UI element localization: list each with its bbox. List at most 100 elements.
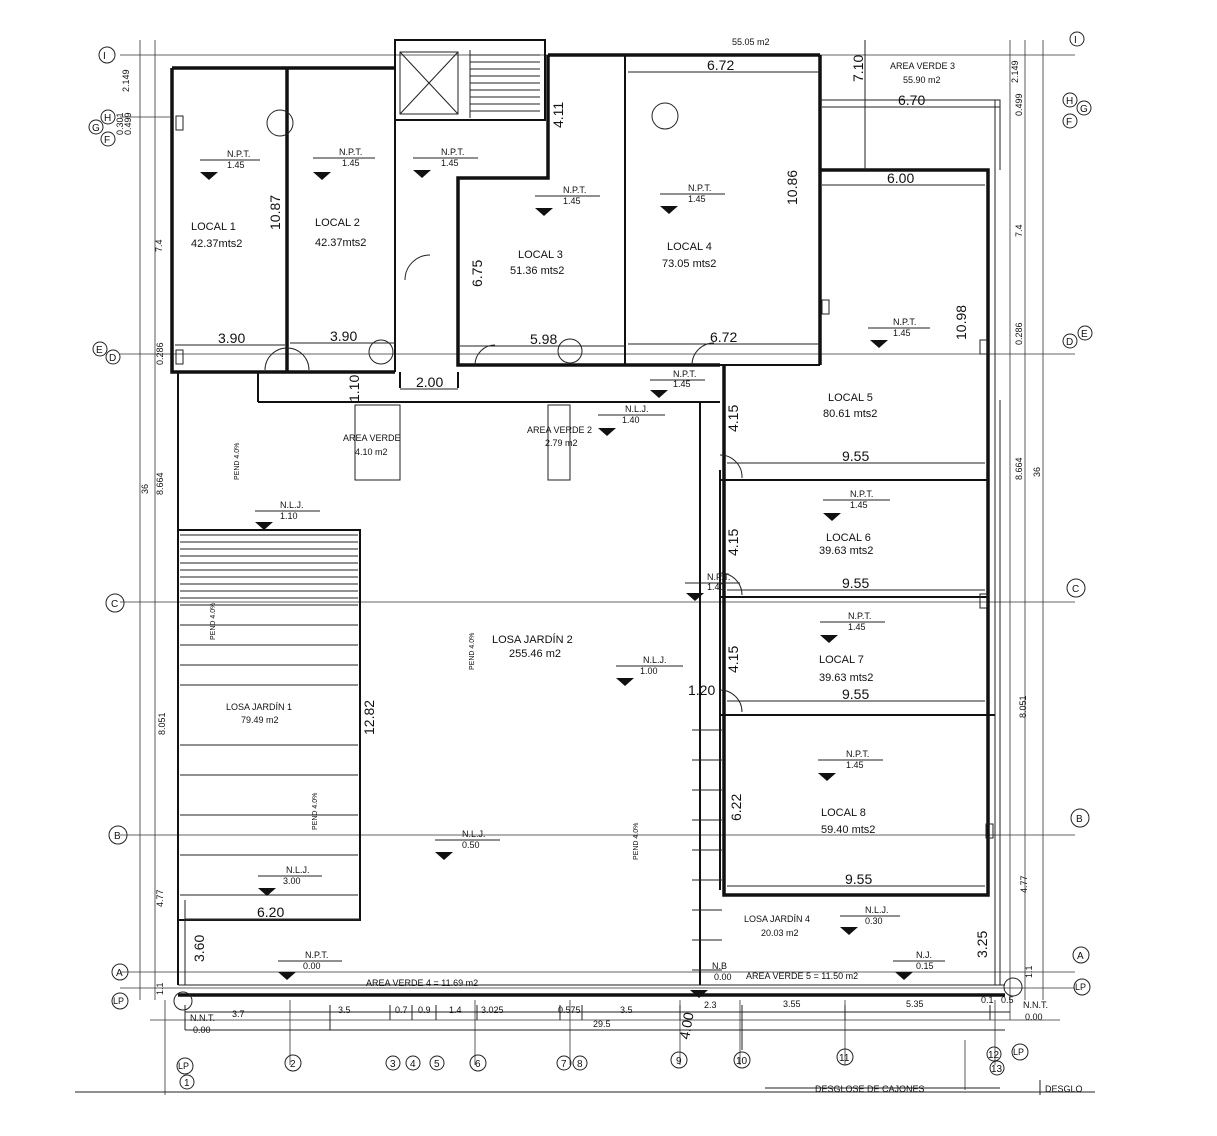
- svg-text:F: F: [1066, 117, 1072, 128]
- svg-text:6.75: 6.75: [469, 260, 485, 287]
- dim-local-5-top: 6.00: [887, 170, 914, 186]
- dim-local-8-width: 9.55: [845, 871, 872, 887]
- svg-text:1.45: 1.45: [441, 158, 459, 168]
- svg-text:N.J.: N.J.: [916, 950, 932, 960]
- room-area-local-1: 42.37mts2: [191, 238, 242, 250]
- svg-text:10.98: 10.98: [953, 305, 969, 340]
- svg-text:8: 8: [577, 1059, 583, 1070]
- svg-text:0.00: 0.00: [714, 972, 732, 982]
- area-verde-2-name: AREA VERDE 2: [527, 425, 592, 435]
- svg-text:0.30: 0.30: [865, 916, 883, 926]
- svg-text:8.664: 8.664: [1014, 457, 1024, 480]
- svg-text:4.77: 4.77: [1019, 875, 1029, 893]
- dim-local-1-width: 3.90: [218, 330, 245, 346]
- losa-jardin-1-name: LOSA JARDÍN 1: [226, 702, 292, 712]
- svg-text:2.3: 2.3: [704, 1000, 717, 1010]
- svg-text:G: G: [1080, 104, 1088, 115]
- svg-text:36: 36: [1032, 467, 1042, 477]
- svg-text:7.4: 7.4: [1014, 224, 1024, 237]
- svg-text:4.15: 4.15: [725, 646, 741, 673]
- dim-local-3-width: 5.98: [530, 331, 557, 347]
- level-marker: N.B0.00: [690, 961, 732, 998]
- stair-treads: [469, 50, 540, 118]
- svg-text:0.00: 0.00: [303, 961, 321, 971]
- room-area-local-2: 42.37mts2: [315, 237, 366, 249]
- room-labels: LOCAL 1 42.37mts2 LOCAL 2 42.37mts2 LOCA…: [191, 217, 877, 836]
- svg-text:7.4: 7.4: [154, 239, 164, 252]
- area-verde-3-area: 55.90 m2: [903, 75, 941, 85]
- svg-text:N.P.T.: N.P.T.: [848, 611, 871, 621]
- room-name-local-6: LOCAL 6: [826, 532, 871, 544]
- svg-text:4: 4: [410, 1059, 416, 1070]
- table-header-desglo: DESGLO: [1045, 1084, 1083, 1094]
- svg-text:3: 3: [390, 1059, 396, 1070]
- total-width: 29.5: [593, 1019, 611, 1029]
- svg-text:4.15: 4.15: [725, 405, 741, 432]
- svg-text:0.7: 0.7: [395, 1005, 408, 1015]
- svg-text:0.286: 0.286: [155, 342, 165, 365]
- dim-corridor: 2.00: [416, 374, 443, 390]
- svg-text:0.9: 0.9: [418, 1005, 431, 1015]
- level-marker: N.L.J.3.00: [258, 865, 322, 896]
- axis-label-D: D: [109, 353, 116, 364]
- level-marker: N.P.T.1.45: [650, 369, 705, 398]
- svg-text:1.45: 1.45: [893, 328, 911, 338]
- level-marker: N.P.T.1.45: [818, 749, 883, 781]
- level-marker: N.P.T.1.45: [413, 147, 478, 178]
- svg-text:N.P.T.: N.P.T.: [305, 950, 328, 960]
- table-header-cajones: DESGLOSE DE CAJONES: [815, 1084, 925, 1094]
- building-walls: [170, 39, 1005, 997]
- area-verde-3-name: AREA VERDE 3: [890, 61, 955, 71]
- svg-text:N.L.J.: N.L.J.: [625, 404, 649, 414]
- svg-text:10.86: 10.86: [784, 170, 800, 205]
- svg-text:0.1: 0.1: [981, 995, 994, 1005]
- svg-text:PEND 4.0%: PEND 4.0%: [633, 823, 640, 860]
- dim-local-7-width: 9.55: [842, 686, 869, 702]
- dim-local-6-width: 9.55: [842, 575, 869, 591]
- svg-text:1.40: 1.40: [622, 415, 640, 425]
- dim-local-5-width: 9.55: [842, 448, 869, 464]
- level-markers: N.P.T.1.45 N.P.T.1.45 N.P.T.1.45 N.P.T.1…: [190, 147, 1048, 1035]
- svg-text:11: 11: [839, 1053, 850, 1064]
- svg-text:1.45: 1.45: [342, 158, 360, 168]
- dim-local-2-width: 3.90: [330, 328, 357, 344]
- svg-text:8.664: 8.664: [155, 472, 165, 495]
- level-marker: N.P.T.1.45: [660, 183, 725, 214]
- svg-text:12.82: 12.82: [361, 700, 377, 735]
- axis-label-B: B: [114, 831, 121, 842]
- ramp-hatch: [692, 729, 722, 971]
- area-verde-2-area: 2.79 m2: [545, 438, 578, 448]
- level-marker: N.P.T.1.45: [868, 317, 930, 348]
- area-labels: AREA VERDE 3 55.90 m2 AREA VERDE 4.10 m2…: [226, 37, 955, 988]
- svg-text:3.60: 3.60: [191, 935, 207, 962]
- level-marker: N.P.T.1.45: [535, 185, 600, 216]
- dim-area-verde-3: 6.70: [898, 92, 925, 108]
- level-marker: N.L.J.1.40: [598, 404, 665, 436]
- svg-text:N.P.T.: N.P.T.: [850, 489, 873, 499]
- svg-text:3.55: 3.55: [783, 999, 801, 1009]
- svg-text:N.P.T.: N.P.T.: [227, 149, 250, 159]
- svg-text:1.1: 1.1: [155, 982, 165, 995]
- bottom-dimension-chain: 3.7 3.5 0.7 0.9 1.4 3.025 0.575 3.5 2.3 …: [184, 995, 1014, 1050]
- svg-text:N.N.T.: N.N.T.: [1023, 1000, 1048, 1010]
- svg-text:N.L.J.: N.L.J.: [643, 655, 667, 665]
- svg-text:N.P.T.: N.P.T.: [673, 369, 696, 379]
- svg-text:1.4: 1.4: [449, 1005, 462, 1015]
- level-marker: N.P.T.1.45: [820, 611, 885, 643]
- svg-text:4.11: 4.11: [550, 102, 566, 128]
- dim-local-4-width: 6.72: [710, 329, 737, 345]
- svg-text:N.L.J.: N.L.J.: [865, 905, 889, 915]
- axis-label-H: H: [104, 113, 111, 124]
- room-name-local-4: LOCAL 4: [667, 241, 712, 253]
- svg-text:5.35: 5.35: [906, 999, 924, 1009]
- axis-label-E: E: [96, 345, 103, 356]
- level-marker: N.L.J.0.30: [840, 905, 900, 935]
- svg-text:E: E: [1081, 329, 1088, 340]
- bottom-table: DESGLOSE DE CAJONES DESGLO: [75, 1080, 1095, 1095]
- room-area-local-3: 51.36 mts2: [510, 265, 564, 277]
- grid-axis-bottom: LP 1 2 3 4 5 6 7 8 9 10 11 12 13 LP: [176, 1043, 1029, 1090]
- svg-text:4.15: 4.15: [725, 529, 741, 556]
- svg-text:1.45: 1.45: [688, 194, 706, 204]
- svg-text:6: 6: [475, 1059, 481, 1070]
